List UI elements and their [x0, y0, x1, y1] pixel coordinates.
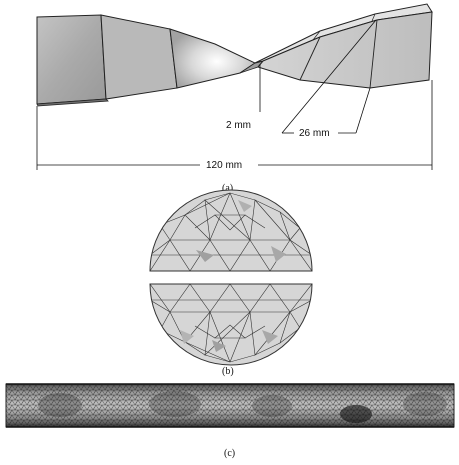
tape-left-face [36, 14, 107, 105]
caption-b: (b) [222, 366, 234, 377]
twisted-tape-3d [36, 3, 433, 107]
dimension-label-width: 26 mm [299, 128, 330, 139]
mesh-bottom-half [150, 284, 312, 365]
caption-c: (c) [224, 448, 235, 459]
mesh-top-half [150, 190, 312, 271]
tape-right-lower-face [257, 11, 433, 89]
dimension-label-thickness: 2 mm [226, 120, 251, 131]
tape-left-edge [36, 98, 109, 107]
caption-a: (a) [222, 183, 233, 194]
tape-segment-3 [169, 28, 257, 89]
cross-section-mesh [149, 189, 313, 366]
dimension-label-length: 120 mm [206, 160, 242, 171]
tube-volume-mesh [5, 383, 455, 428]
tape-segment-2 [100, 14, 178, 100]
dimension-lines [36, 19, 433, 170]
